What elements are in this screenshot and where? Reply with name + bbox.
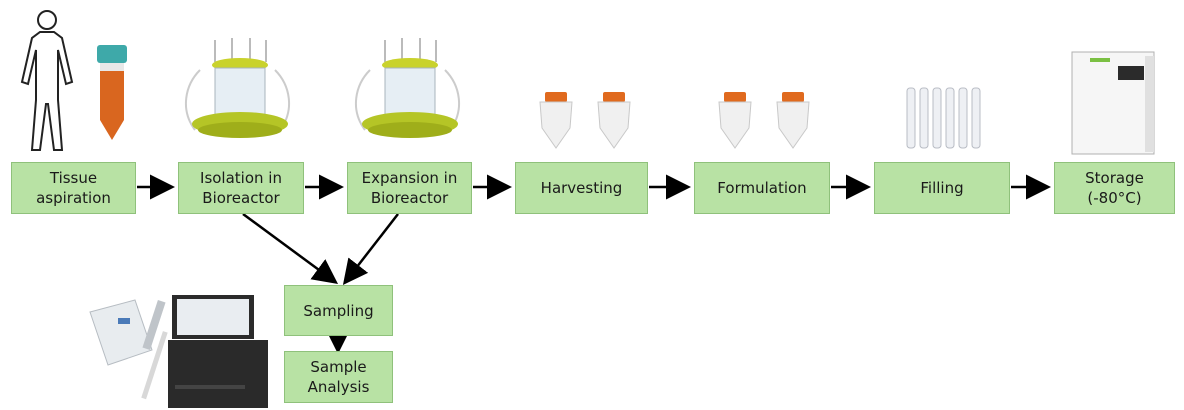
vial-rack-icon bbox=[906, 87, 981, 149]
human-silhouette-icon bbox=[20, 10, 74, 151]
centrifuge-tube-icon bbox=[776, 92, 810, 149]
centrifuge-tube-icon bbox=[539, 92, 573, 149]
step-sampling: Sampling bbox=[284, 285, 393, 336]
bioreactor-icon bbox=[354, 38, 461, 138]
step-filling: Filling bbox=[874, 162, 1010, 214]
step-formulation: Formulation bbox=[694, 162, 830, 214]
handheld-sampler-icon bbox=[89, 299, 168, 400]
bioreactor-icon bbox=[184, 38, 291, 138]
step-sample-analysis: Sample Analysis bbox=[284, 351, 393, 403]
sample-tube-icon bbox=[97, 45, 127, 140]
step-expansion: Expansion in Bioreactor bbox=[347, 162, 472, 214]
centrifuge-tube-icon bbox=[597, 92, 631, 149]
step-storage: Storage (-80°C) bbox=[1054, 162, 1175, 214]
step-harvesting: Harvesting bbox=[515, 162, 648, 214]
step-tissue-aspiration: Tissue aspiration bbox=[11, 162, 136, 214]
sampling-arrows bbox=[242, 212, 399, 354]
step-isolation: Isolation in Bioreactor bbox=[178, 162, 304, 214]
centrifuge-tube-icon bbox=[718, 92, 752, 149]
analyzer-instrument-icon bbox=[168, 295, 268, 408]
freezer-icon bbox=[1071, 51, 1155, 155]
